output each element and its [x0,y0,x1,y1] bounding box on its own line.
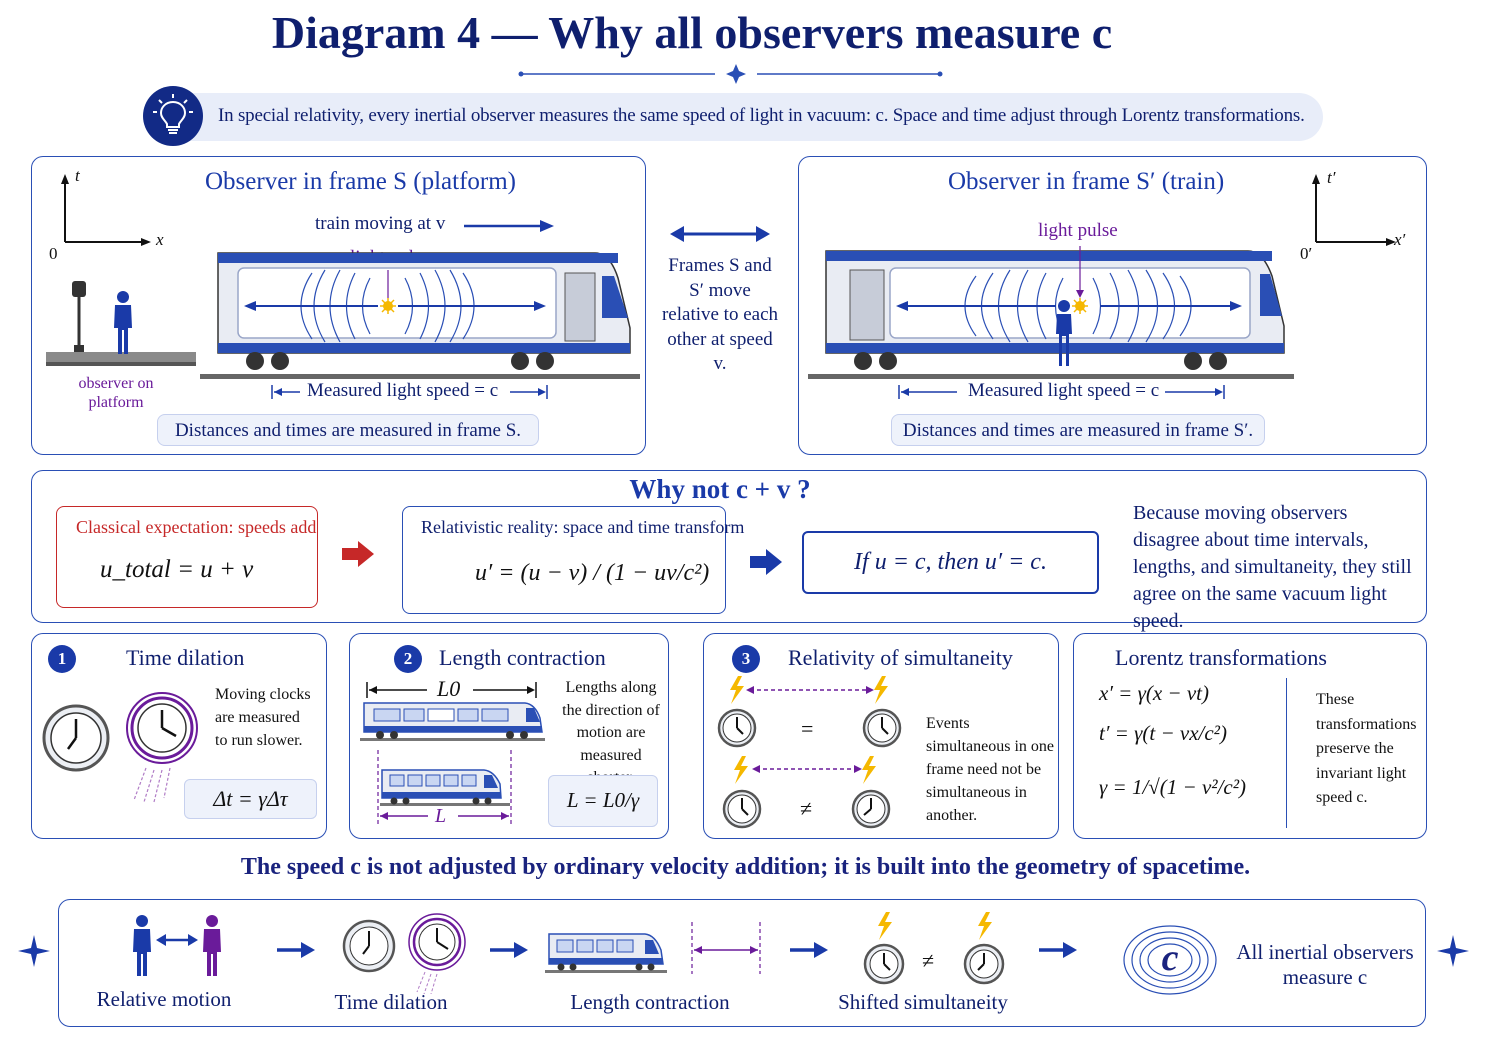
flow-arrow-3 [790,942,828,958]
frame-sp-title: Observer in frame S′ (train) [948,168,1225,195]
flow-step-1: Relative motion [96,987,232,1011]
frame-s-axis-x: x [156,230,164,249]
lorentz-f2: t′ = γ(t − vx/c²) [1099,721,1227,745]
page-title: Diagram 4 — Why all observers measure c [271,7,1113,58]
flow-step-3: Length contraction [570,990,730,1014]
frames-relative-text: Frames S and S′ move relative to each ot… [661,255,779,374]
flow-length-marker [691,922,761,974]
simultaneity-desc: Events simultaneous in one frame need no… [926,715,1054,824]
sparkle-left-icon [18,935,50,967]
frame-sp-pulse-label: light pulse [1038,220,1118,241]
time-dilation-formula: Δt = γΔτ [213,786,288,811]
lorentz-f3: γ = 1/√(1 − v²/c²) [1099,775,1247,799]
flow-arrow-2 [490,942,528,958]
blue-arrow-icon [750,549,782,575]
frame-s-title: Observer in frame S (platform) [205,168,516,195]
frame-sp-note: Distances and times are measured in fram… [902,420,1254,441]
intro-text: In special relativity, every inertial ob… [218,105,1305,126]
train-sp [808,246,1294,379]
length-l0-label: L0 [437,676,461,701]
length-l-label: L [435,805,447,827]
red-arrow-icon [342,541,374,567]
lorentz-divider [1286,678,1287,828]
relativistic-label: Relativistic reality: space and time tra… [421,517,745,537]
length-contraction-title: Length contraction [439,645,606,670]
measured-arrow-sp [898,385,1225,399]
contracted-train-icon [377,750,512,826]
time-dilation-formula-box [184,779,317,819]
moving-clock-icon [126,692,198,803]
flow-panel [58,899,1426,1027]
measured-arrow-s [271,385,548,399]
flow-final: All inertial observers measure c [1236,940,1414,989]
train-motion-arrow [464,220,554,232]
invariant-c-symbol: c [1161,937,1179,979]
classical-formula: u_total = u + v [100,556,254,583]
frame-s-axis-t: t [75,166,80,185]
intro-banner [148,93,1323,141]
platform-observer-icon [114,291,132,354]
badge-3: 3 [732,645,760,673]
conclusion-text: The speed c is not adjusted by ordinary … [240,854,1251,880]
simultaneity-title: Relativity of simultaneity [788,645,1013,670]
title-divider [518,64,943,84]
train-s [200,252,640,379]
measured-speed-sp: Measured light speed = c [968,380,1160,401]
length-contraction-desc: Lengths along the direction of motion ar… [562,679,660,786]
relativistic-box [402,506,726,614]
frame-sp-axis-t: t′ [1327,168,1336,187]
clock-icon [42,704,110,772]
lorentz-desc: These transformations preserve the invar… [1316,691,1417,806]
result-text: If u = c, then u′ = c. [854,549,1047,575]
relativistic-formula: u′ = (u − v) / (1 − uv/c²) [475,560,710,586]
train-moving-label: train moving at v [315,213,446,234]
flow-step-2: Time dilation [334,990,448,1014]
length-formula: L = L0/γ [566,788,640,812]
platform-scene [46,281,196,366]
lorentz-title: Lorentz transformations [1115,645,1327,670]
lightbulb-icon [143,86,203,146]
platform-observer-label: observer on platform [78,375,154,411]
length-l0-arrow [366,682,537,698]
badge-1: 1 [48,645,76,673]
frame-sp-axis-x: x′ [1394,230,1406,249]
lorentz-card [1073,633,1427,839]
frame-sp-note-pill [891,414,1265,446]
badge-2: 2 [394,645,422,673]
why-panel [31,470,1427,623]
simultaneity-neq: ≠ [800,796,813,821]
frame-sp-origin: 0′ [1300,244,1313,263]
time-dilation-title: Time dilation [126,645,245,670]
flow-neq: ≠ [922,948,935,973]
time-dilation-desc: Moving clocks are measured to run slower… [215,686,311,749]
frame-sp-axes [1312,174,1396,246]
lorentz-f1: x′ = γ(x − vt) [1099,681,1209,705]
frame-s-note-pill [157,414,539,446]
flow-arrow-4 [1039,942,1077,958]
measured-speed-s: Measured light speed = c [307,380,499,401]
frame-s-axes [61,174,151,246]
flow-train-icon [545,933,667,973]
result-box [802,531,1099,594]
flow-moving-clock-icon [408,913,466,994]
simultaneity-scene [717,676,902,829]
flow-arrow-1 [277,942,315,958]
classical-label: Classical expectation: speeds add [76,517,317,537]
frame-s-note: Distances and times are measured in fram… [174,420,522,441]
flow-step-4: Shifted simultaneity [838,990,1008,1014]
simultaneity-eq: = [801,716,814,741]
length-formula-box [548,775,658,827]
flow-clock-icon [342,919,396,973]
why-explanation: Because moving observers disagree about … [1133,502,1412,632]
relative-motion-arrow [670,226,770,242]
invariant-c-icon [1123,925,1217,995]
relative-motion-icon [133,915,221,976]
classical-box [56,506,318,608]
sparkle-right-icon [1437,935,1469,967]
why-title: Why not c + v ? [629,474,811,504]
long-train-icon [360,702,545,741]
frame-s-origin: 0 [49,244,58,263]
flow-simultaneity-icon [863,912,1005,985]
